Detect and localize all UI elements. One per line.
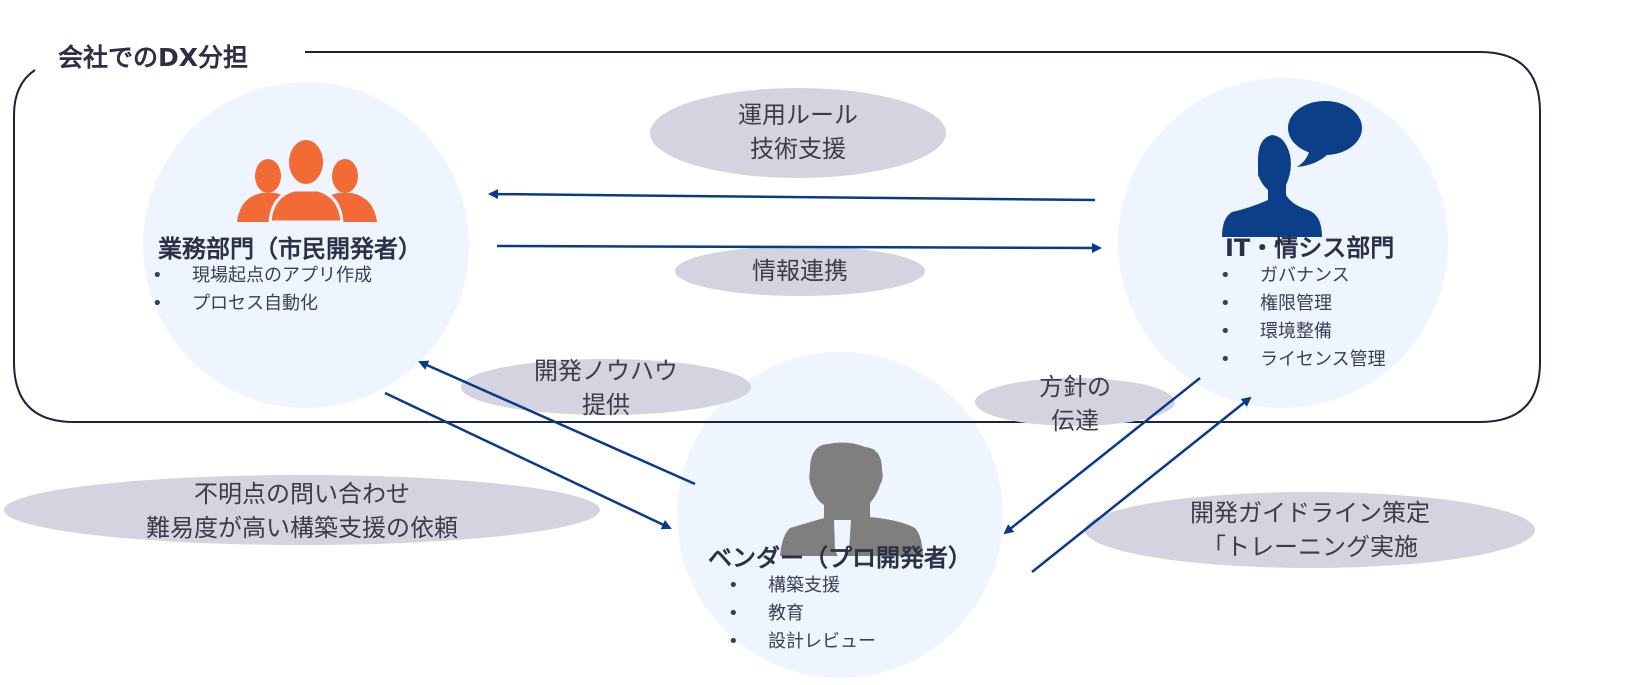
it-title: IT・情シス部門 [1225, 234, 1395, 262]
flow-label-line: 開発ノウハウ [534, 357, 678, 385]
arrow-it-to-vendor [1003, 377, 1201, 535]
list-item: 教育 [728, 600, 876, 628]
vendor-list: 構築支援 教育 設計レビュー [728, 572, 876, 656]
flow-label-line: 開発ガイドライン策定 [1190, 499, 1430, 527]
business-list: 現場起点のアプリ作成 プロセス自動化 [152, 262, 372, 318]
bubble-bg [975, 378, 1175, 426]
flow-label-line: 方針の [1039, 373, 1111, 401]
flow-label-it-to-vendor: 方針の 伝達 [975, 370, 1175, 438]
list-item: 設計レビュー [728, 628, 876, 656]
bubble-bg [461, 359, 751, 415]
business-circle [143, 82, 469, 408]
bubble-bg [4, 475, 600, 545]
person-speech-bubble-icon [1222, 101, 1362, 237]
bubble-bg [675, 246, 925, 296]
company-frame [13, 51, 1541, 423]
flow-label-business-to-vendor: 不明点の問い合わせ 難易度が高い構築支援の依頼 [4, 477, 600, 545]
arrow-vendor-to-it [1031, 396, 1252, 573]
list-item: プロセス自動化 [152, 290, 372, 318]
list-item: 現場起点のアプリ作成 [152, 262, 372, 290]
list-item: 権限管理 [1220, 290, 1386, 318]
list-item: 環境整備 [1220, 318, 1386, 346]
flow-label-vendor-to-business: 開発ノウハウ 提供 [461, 354, 751, 422]
flow-label-it-to-business: 運用ルール 技術支援 [650, 98, 946, 166]
list-item: ガバナンス [1220, 262, 1386, 290]
arrow-business-to-it [496, 242, 1102, 253]
it-list: ガバナンス 権限管理 環境整備 ライセンス管理 [1220, 262, 1386, 374]
flow-label-line: 情報連携 [752, 257, 848, 285]
flow-label-line: 「トレーニング実施 [1202, 533, 1418, 561]
flow-label-vendor-to-it: 開発ガイドライン策定 「トレーニング実施 [1085, 496, 1535, 564]
flow-label-line: 提供 [582, 391, 630, 419]
arrow-it-to-business [488, 189, 1096, 202]
list-item: 構築支援 [728, 572, 876, 600]
business-person-icon [780, 442, 923, 565]
arrow-business-to-vendor [384, 391, 672, 530]
business-title: 業務部門（市民開発者） [158, 235, 422, 263]
flow-label-line: 不明点の問い合わせ [194, 480, 410, 508]
bubble-bg [650, 88, 946, 178]
flow-label-business-to-it: 情報連携 [675, 254, 925, 288]
vendor-title: ベンダー（プロ開発者） [708, 544, 972, 572]
flow-label-line: 伝達 [1051, 407, 1099, 435]
arrow-vendor-to-business [418, 360, 696, 486]
list-item: ライセンス管理 [1220, 346, 1386, 374]
flow-label-line: 難易度が高い構築支援の依頼 [146, 514, 458, 542]
bubble-bg [1085, 492, 1535, 568]
flow-label-line: 運用ルール [738, 101, 858, 129]
diagram-title: 会社でのDX分担 [58, 43, 249, 72]
group-people-icon [237, 140, 377, 224]
flow-label-line: 技術支援 [750, 135, 846, 163]
